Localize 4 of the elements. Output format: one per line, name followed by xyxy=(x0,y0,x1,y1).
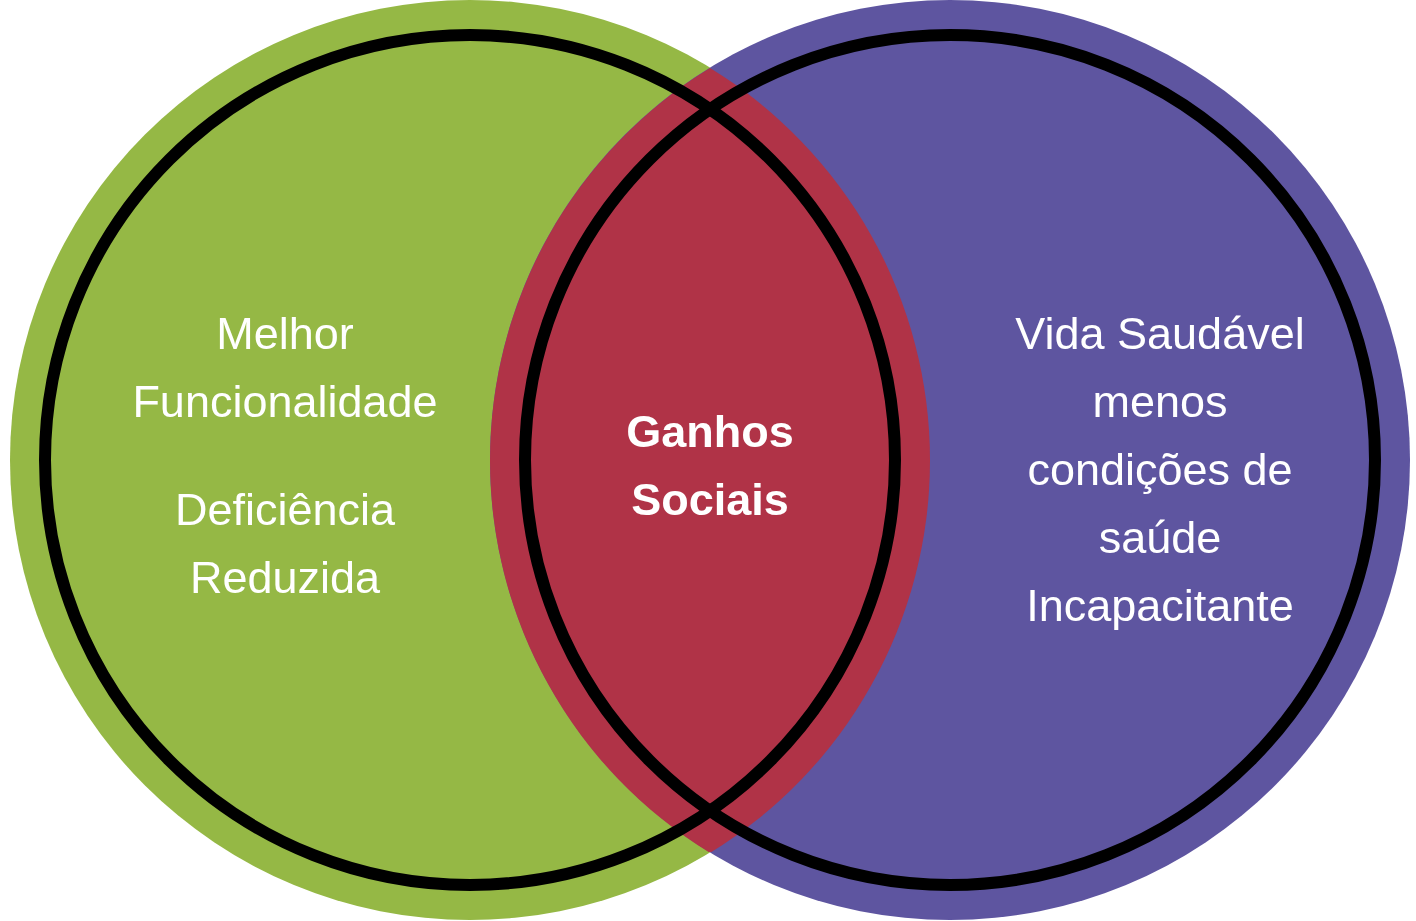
venn-label: Vida Saudável menos condições de saúde Incapacitante xyxy=(1014,307,1306,633)
venn-label: Melhor Funcionalidade xyxy=(131,307,439,429)
venn-label: Ganhos Sociais xyxy=(625,404,795,527)
venn-label: Deficiência Reduzida xyxy=(173,483,397,605)
